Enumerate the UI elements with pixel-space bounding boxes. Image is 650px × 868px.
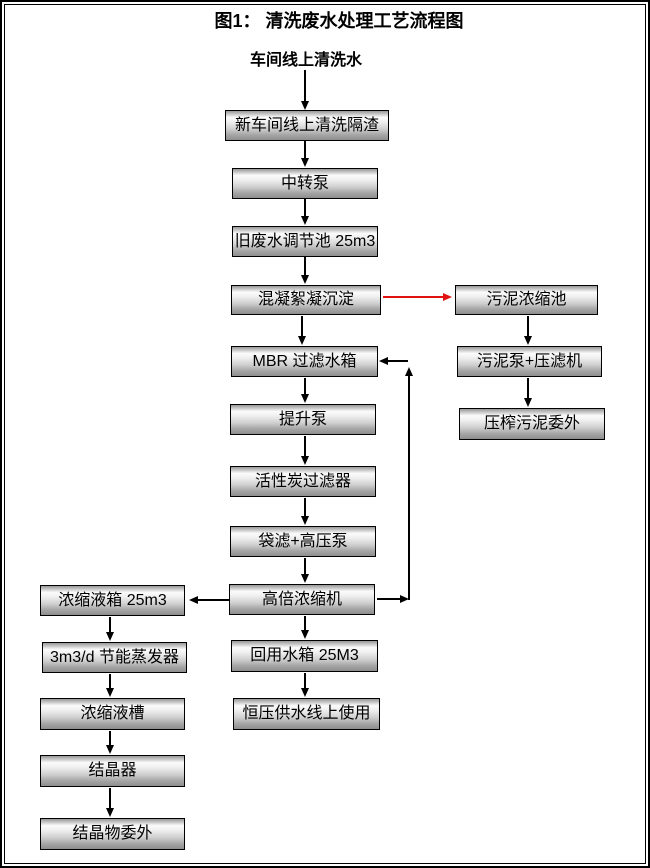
node-bag-filter-high-pressure-pump: 袋滤+高压泵 <box>230 526 376 557</box>
arrow-sludge-pump-to-outsourced <box>524 378 532 407</box>
node-concentrate-tank: 浓缩液箱 25m3 <box>40 585 185 616</box>
figure-title: 图1： 清洗废水处理工艺流程图 <box>214 11 464 31</box>
arrow-coagulation-to-sludge-tank <box>383 293 452 301</box>
arrow-source-to-screening <box>301 70 309 110</box>
arrow-concentrator-to-concentrate-tank <box>189 596 229 604</box>
arrow-regulating-tank-to-coagulation <box>301 257 309 284</box>
node-constant-pressure-supply: 恒压供水线上使用 <box>233 698 380 730</box>
arrow-concentrate-tank-to-evaporator <box>106 617 114 641</box>
node-crystal-outsourced: 结晶物委外 <box>40 818 185 850</box>
node-new-line-cleaning-screening: 新车间线上清洗隔渣 <box>225 110 389 141</box>
arrow-bag-filter-to-concentrator <box>301 558 309 583</box>
node-reuse-water-tank: 回用水箱 25M3 <box>231 640 378 672</box>
arrow-coagulation-to-mbr <box>298 316 306 345</box>
arrow-concentrator-to-reuse-tank <box>301 616 309 639</box>
arrow-concentrator-to-recycle-line <box>377 595 409 603</box>
arrow-recycle-to-mbr <box>379 357 408 365</box>
arrow-evaporator-to-trough <box>106 674 114 697</box>
node-sludge-pump-filter-press: 污泥泵+压滤机 <box>457 346 602 377</box>
node-mbr-filter-tank: MBR 过滤水箱 <box>231 346 378 377</box>
arrow-mbr-to-lift-pump <box>301 378 309 403</box>
arrow-crystallizer-to-outsourced <box>106 788 114 817</box>
node-crystallizer: 结晶器 <box>40 755 185 787</box>
arrow-lift-pump-to-carbon-filter <box>301 436 309 465</box>
arrow-reuse-tank-to-supply <box>301 673 309 697</box>
node-activated-carbon-filter: 活性炭过滤器 <box>230 466 376 497</box>
node-concentrate-trough: 浓缩液槽 <box>40 698 185 730</box>
arrow-sludge-tank-to-sludge-pump <box>524 316 532 345</box>
node-high-ratio-concentrator: 高倍浓缩机 <box>229 584 375 615</box>
node-pressed-sludge-outsourced: 压榨污泥委外 <box>459 408 605 440</box>
recycle-line-vertical <box>405 367 413 600</box>
node-lift-pump: 提升泵 <box>230 404 376 435</box>
arrow-transfer-pump-to-regulating-tank <box>301 199 309 225</box>
node-energy-saving-evaporator: 3m3/d 节能蒸发器 <box>42 642 187 673</box>
source-water-label: 车间线上清洗水 <box>249 52 362 69</box>
arrow-trough-to-crystallizer <box>106 731 114 754</box>
arrow-screening-to-transfer-pump <box>301 141 309 167</box>
node-coagulation-flocculation-sedimentation: 混凝絮凝沉淀 <box>231 285 381 315</box>
node-sludge-thickening-tank: 污泥浓缩池 <box>455 285 598 315</box>
arrow-carbon-filter-to-bag-filter <box>301 498 309 525</box>
node-old-wastewater-regulating-tank: 旧废水调节池 25m3 <box>232 226 378 257</box>
node-transfer-pump: 中转泵 <box>232 168 378 199</box>
